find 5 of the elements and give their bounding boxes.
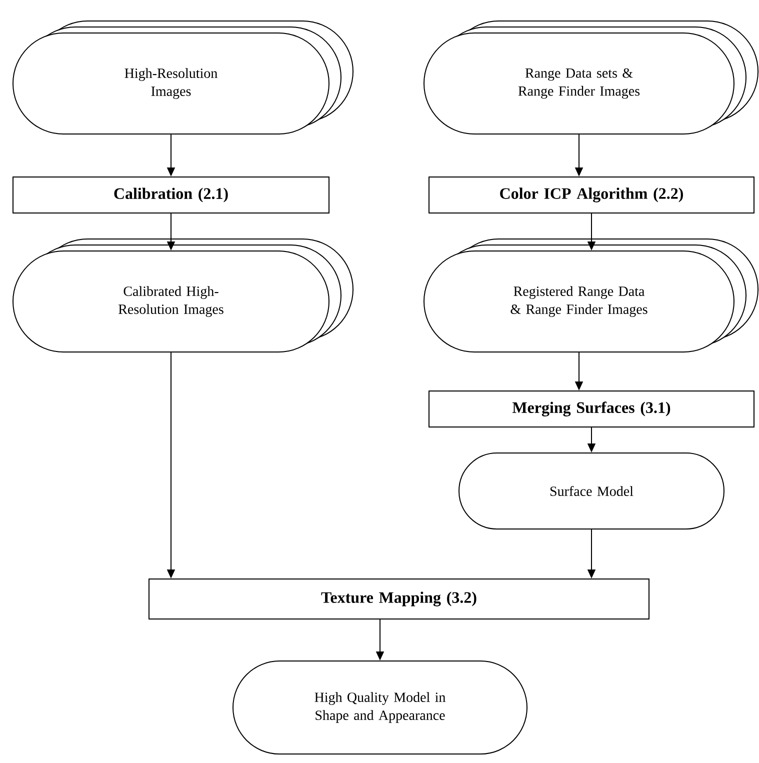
node-label: Registered Range Data & Range Finder Images — [510, 286, 648, 317]
process-box: Texture Mapping (3.2) — [148, 578, 650, 620]
process-box: Calibration (2.1) — [12, 176, 330, 214]
process-box: Color ICP Algorithm (2.2) — [428, 176, 754, 214]
process-box: Merging Surfaces (3.1) — [428, 390, 754, 428]
